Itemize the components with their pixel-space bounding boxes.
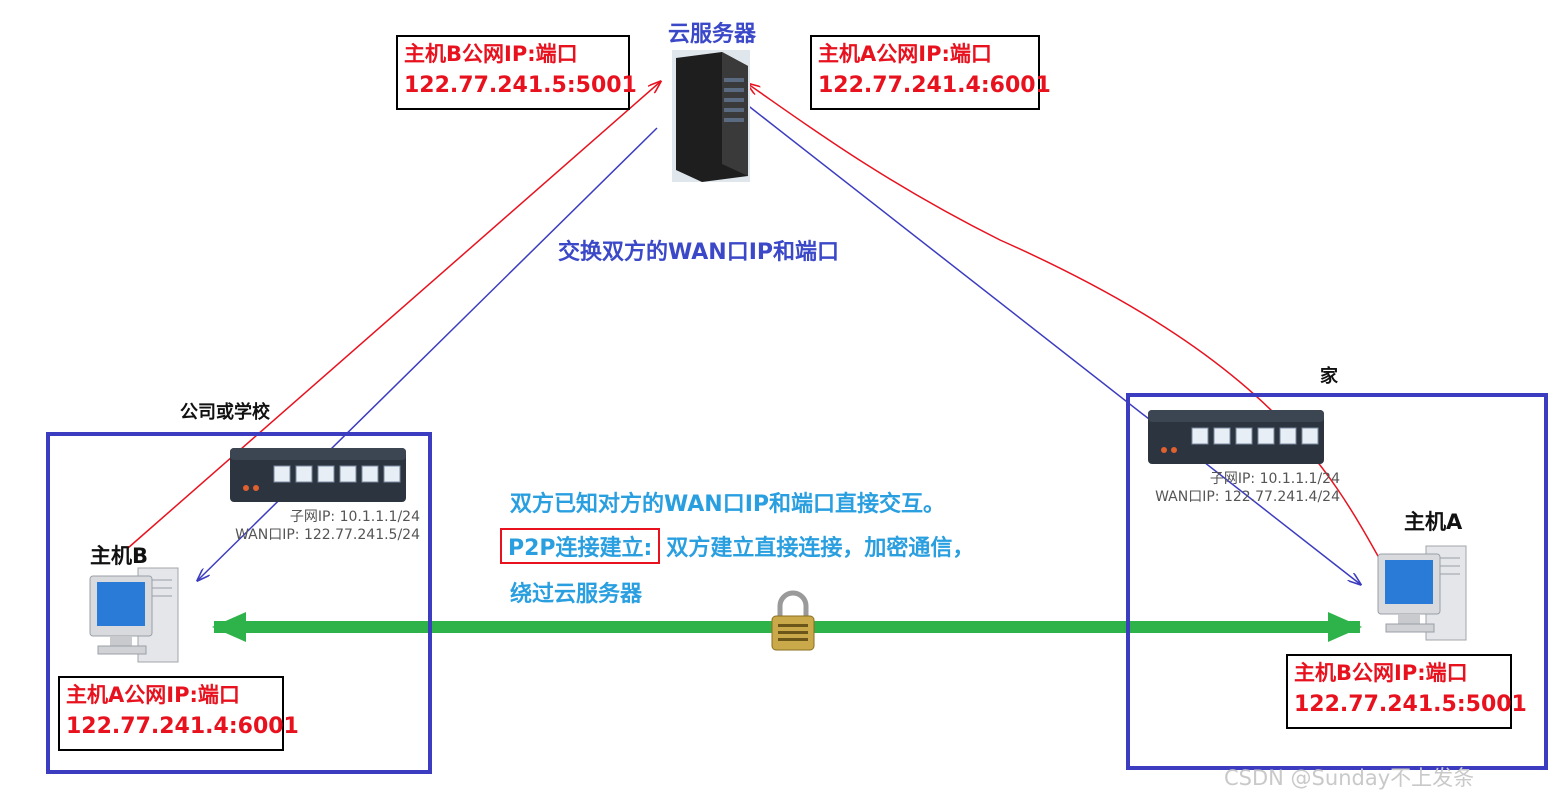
right-router-icon [1148, 410, 1324, 464]
hostA-ip-box: 主机B公网IP:端口 122.77.241.5:5001 [1286, 654, 1527, 729]
server-hostB-ip-box: 主机B公网IP:端口 122.77.241.5:5001 [396, 35, 637, 110]
blue-line-server-to-hostB [198, 127, 658, 580]
server-hostA-ip-line2: 122.77.241.4:6001 [818, 73, 1051, 98]
hostA-label: 主机A [1404, 510, 1463, 534]
left-router-wan: WAN口IP: 122.77.241.5/24 [235, 527, 420, 543]
right-network-box [1126, 393, 1548, 770]
server-hostA-ip-box: 主机A公网IP:端口 122.77.241.4:6001 [810, 35, 1051, 110]
right-site-label: 家 [1320, 366, 1338, 387]
blue-line-server-to-hostA [745, 103, 1360, 584]
server-hostB-ip-line1: 主机B公网IP:端口 [404, 42, 578, 66]
red-line-hostA-to-server [748, 84, 1384, 566]
right-router-wan: WAN口IP: 122.77.241.4/24 [1155, 489, 1340, 505]
right-router-info: 子网IP: 10.1.1.1/24 WAN口IP: 122.77.241.4/2… [1136, 470, 1340, 506]
hostB-label: 主机B [90, 544, 149, 568]
server-title: 云服务器 [668, 22, 757, 47]
center-line1: 双方已知对方的WAN口IP和端口直接交互。 [510, 492, 946, 517]
center-line2: P2P连接建立:双方建立直接连接，加密通信， [500, 528, 974, 564]
server-icon [672, 50, 750, 182]
hostA-ip-line1: 主机B公网IP:端口 [1294, 661, 1468, 685]
exchange-label: 交换双方的WAN口IP和端口 [558, 240, 840, 265]
left-router-subnet: 子网IP: 10.1.1.1/24 [289, 509, 420, 525]
left-site-label: 公司或学校 [180, 402, 270, 423]
hostB-ip-box: 主机A公网IP:端口 122.77.241.4:6001 [58, 676, 299, 751]
watermark: CSDN @Sunday不上发条 [1224, 766, 1475, 790]
hostB-computer-icon [89, 567, 179, 663]
center-line3: 绕过云服务器 [510, 582, 643, 607]
padlock-icon [771, 590, 815, 651]
left-network-box [46, 432, 432, 774]
right-router-subnet: 子网IP: 10.1.1.1/24 [1209, 471, 1340, 487]
server-hostA-ip-line1: 主机A公网IP:端口 [818, 42, 992, 66]
center-line2-rest: 双方建立直接连接，加密通信， [666, 536, 975, 561]
server-hostB-ip-line2: 122.77.241.5:5001 [404, 73, 637, 98]
hostB-ip-line1: 主机A公网IP:端口 [66, 683, 240, 707]
p2p-tag: P2P连接建立: [500, 528, 661, 564]
left-router-icon [230, 448, 406, 502]
hostA-ip-line2: 122.77.241.5:5001 [1294, 692, 1527, 717]
red-line-hostB-to-server [127, 82, 660, 549]
hostA-computer-icon [1377, 545, 1467, 641]
left-router-info: 子网IP: 10.1.1.1/24 WAN口IP: 122.77.241.5/2… [216, 508, 420, 544]
hostB-ip-line2: 122.77.241.4:6001 [66, 714, 299, 739]
